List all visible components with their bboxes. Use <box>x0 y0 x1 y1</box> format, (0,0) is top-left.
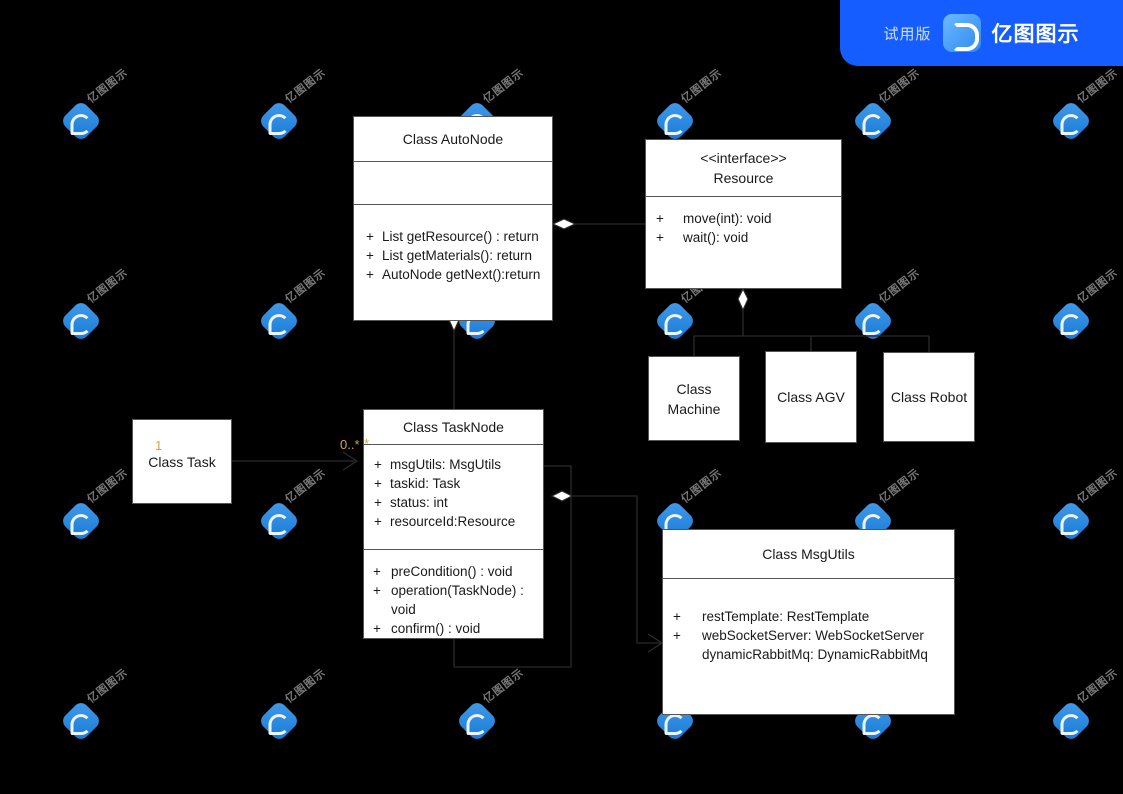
member-signature: status: int <box>390 495 448 510</box>
member-signature: confirm() : void <box>391 621 481 636</box>
multiplicity-tasknode-end: 0..* <box>340 437 360 452</box>
visibility-marker: + <box>673 609 681 624</box>
member-signature: AutoNode getNext():return <box>382 267 541 282</box>
class-attributes-msgutils: + restTemplate: RestTemplate + webSocket… <box>663 579 954 670</box>
member-signature: wait(): void <box>683 230 749 245</box>
visibility-marker: + <box>373 621 381 636</box>
compartment-divider <box>663 578 954 579</box>
class-box-task[interactable]: Class Task <box>132 419 232 504</box>
brand-label: 亿图图示 <box>991 22 1080 46</box>
class-box-machine[interactable]: Class Machine <box>648 356 740 441</box>
class-attributes-autonode <box>354 162 552 204</box>
class-stereotype-resource: <<interface>> <box>700 149 787 166</box>
visibility-marker: + <box>673 628 681 643</box>
class-box-robot[interactable]: Class Robot <box>883 352 975 442</box>
class-box-tasknode[interactable]: Class TaskNode + msgUtils: MsgUtils + ta… <box>363 409 544 639</box>
class-title-resource: Resource <box>713 169 774 186</box>
compartment-divider <box>364 444 543 445</box>
visibility-marker: + <box>374 495 382 510</box>
member-signature: List getMaterials(): return <box>382 248 533 263</box>
member-row: dynamicRabbitMq: DynamicRabbitMq <box>671 645 944 664</box>
member-signature: webSocketServer: WebSocketServer <box>702 628 924 643</box>
multiplicity-tasknode-top: * <box>364 436 370 451</box>
trial-label: 试用版 <box>883 24 932 43</box>
class-box-resource[interactable]: <<interface>> Resource + move(int): void… <box>645 139 842 289</box>
trial-banner[interactable]: 试用版 亿图图示 <box>840 0 1123 66</box>
edge-tasknode-msgutils <box>572 495 662 644</box>
member-row: + preCondition() : void <box>371 562 533 581</box>
member-signature: taskid: Task <box>390 476 461 491</box>
member-row: + wait(): void <box>654 228 831 247</box>
member-signature: dynamicRabbitMq: DynamicRabbitMq <box>702 647 928 662</box>
member-signature: msgUtils: MsgUtils <box>390 457 502 472</box>
visibility-marker: + <box>373 564 381 579</box>
member-row: + msgUtils: MsgUtils <box>372 455 533 474</box>
class-title-autonode: Class AutoNode <box>402 130 504 147</box>
compartment-divider <box>646 196 841 197</box>
visibility-marker: + <box>374 457 382 472</box>
visibility-marker <box>671 645 683 664</box>
member-row: + status: int <box>372 493 533 512</box>
member-row: + List getResource() : return <box>364 227 542 246</box>
multiplicity-task-end: 1 <box>155 438 163 453</box>
member-row: + webSocketServer: WebSocketServer <box>671 626 944 645</box>
visibility-marker: + <box>656 211 664 226</box>
arrowhead-task-tasknode <box>342 451 359 471</box>
member-signature: preCondition() : void <box>391 564 513 579</box>
member-row: + confirm() : void <box>371 619 533 638</box>
compartment-divider <box>364 549 543 550</box>
class-box-autonode[interactable]: Class AutoNode + List getResource() : re… <box>353 116 553 321</box>
compartment-divider <box>354 204 552 205</box>
member-row: + restTemplate: RestTemplate <box>671 607 944 626</box>
edraw-logo-icon <box>942 14 981 52</box>
class-header-resource: <<interface>> Resource <box>646 140 841 196</box>
class-methods-autonode: + List getResource() : return + List get… <box>354 205 552 290</box>
class-box-msgutils[interactable]: Class MsgUtils + restTemplate: RestTempl… <box>662 529 955 715</box>
class-title-msgutils: Class MsgUtils <box>762 545 855 562</box>
visibility-marker: + <box>374 476 382 491</box>
member-signature: operation(TaskNode) : void <box>391 583 528 617</box>
class-box-agv[interactable]: Class AGV <box>765 351 857 443</box>
aggregation-diamond-tasknode-msgutils <box>550 490 574 502</box>
member-signature: List getResource() : return <box>382 229 539 244</box>
member-row: + List getMaterials(): return <box>364 246 542 265</box>
visibility-marker: + <box>374 514 382 529</box>
aggregation-diamond-resource-subclasses <box>737 287 749 312</box>
member-signature: move(int): void <box>683 211 772 226</box>
class-attributes-tasknode: + msgUtils: MsgUtils + taskid: Task + st… <box>364 445 543 549</box>
member-signature: restTemplate: RestTemplate <box>702 609 870 624</box>
visibility-marker: + <box>366 267 374 282</box>
visibility-marker: + <box>656 230 664 245</box>
class-methods-resource: + move(int): void + wait(): void <box>646 197 841 253</box>
member-row: + move(int): void <box>654 209 831 228</box>
aggregation-diamond-autonode-resource <box>551 218 577 230</box>
visibility-marker: + <box>366 229 374 244</box>
visibility-marker: + <box>373 583 381 598</box>
member-signature: resourceId:Resource <box>390 514 516 529</box>
member-row: + resourceId:Resource <box>372 512 533 531</box>
class-title-tasknode: Class TaskNode <box>403 418 504 435</box>
edge-tasknode-self-loop <box>453 465 572 668</box>
visibility-marker: + <box>366 248 374 263</box>
member-row: + operation(TaskNode) : void <box>371 581 533 619</box>
member-row: + AutoNode getNext():return <box>364 265 542 284</box>
member-row: + taskid: Task <box>372 474 533 493</box>
class-methods-tasknode: + preCondition() : void + operation(Task… <box>364 550 543 644</box>
compartment-divider <box>354 161 552 162</box>
